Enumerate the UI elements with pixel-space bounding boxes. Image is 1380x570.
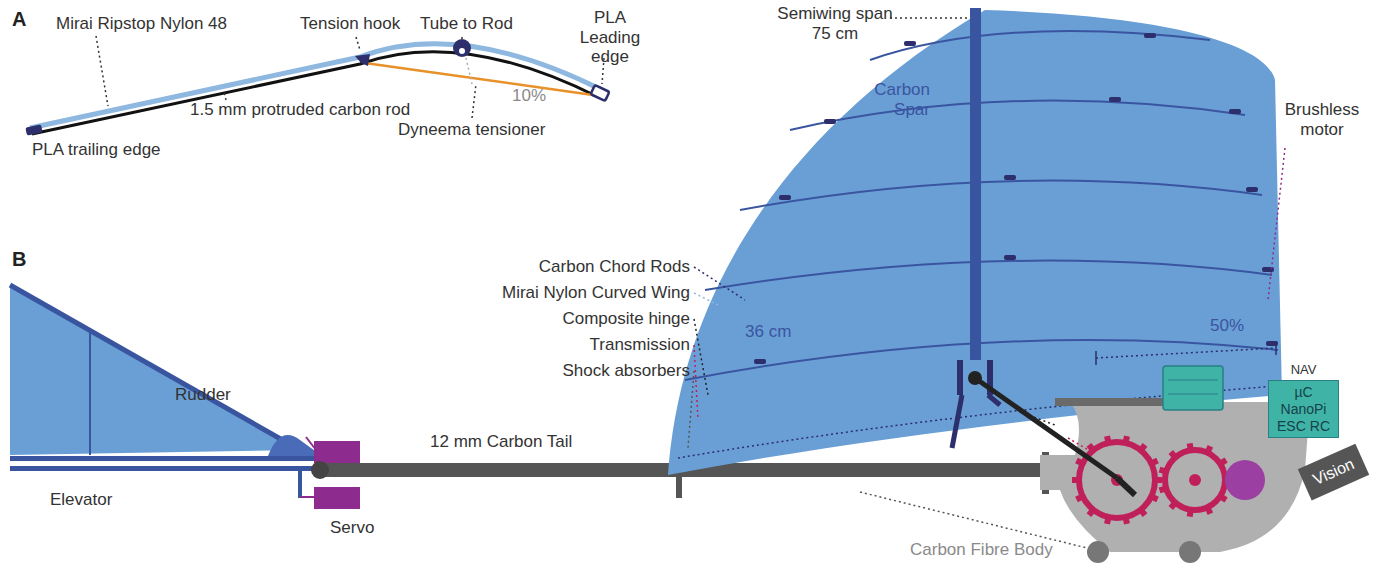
part-label: Composite hinge — [562, 309, 690, 329]
dimension-label: 10% — [512, 86, 546, 106]
part-label: Transmission — [590, 335, 690, 355]
node-text: NanoPi — [1275, 401, 1332, 418]
part-label: Mirai Ripstop Nylon 48 — [56, 14, 227, 34]
part-label: Elevator — [50, 490, 112, 510]
part-label: Shock absorbers — [562, 361, 690, 381]
wing — [668, 8, 1282, 475]
part-label: PLA Leading edge — [570, 8, 650, 67]
part-label: Tube to Rod — [420, 14, 513, 34]
body — [952, 360, 1310, 563]
part-label: Brushless motor — [1280, 100, 1365, 139]
node-text: Vision — [1310, 455, 1356, 488]
part-label: Mirai Nylon Curved Wing — [502, 283, 690, 303]
leader-lines — [688, 18, 1285, 548]
electronics-box: NAVµCNanoPiESCRC — [1268, 380, 1339, 438]
part-label: Tension hook — [300, 14, 400, 34]
part-label: 12 mm Carbon Tail — [430, 432, 572, 452]
node-text: RC — [1308, 418, 1332, 435]
node-text: µC — [1275, 384, 1332, 401]
node-text: ESC — [1275, 418, 1308, 435]
part-label: 1.5 mm protruded carbon rod — [190, 100, 410, 120]
panel-letter: B — [12, 248, 26, 271]
part-label: Dyneema tensioner — [398, 120, 545, 140]
part-label: Carbon Fibre Body — [910, 540, 1053, 560]
part-label: Carbon Spar — [870, 80, 930, 119]
node-heading: NAV — [1269, 362, 1338, 378]
dimension-label: Semiwing span 75 cm — [775, 4, 895, 43]
camera-box: Vision — [1298, 444, 1370, 501]
dimension-label: 36 cm — [745, 322, 791, 342]
node-row: ESCRC — [1275, 418, 1332, 435]
panel-letter: A — [12, 8, 26, 31]
part-label: PLA trailing edge — [32, 140, 161, 160]
part-label: Rudder — [175, 385, 231, 405]
part-label: Servo — [330, 518, 374, 538]
part-label: Carbon Chord Rods — [539, 257, 690, 277]
dimension-label: 50% — [1210, 316, 1244, 336]
